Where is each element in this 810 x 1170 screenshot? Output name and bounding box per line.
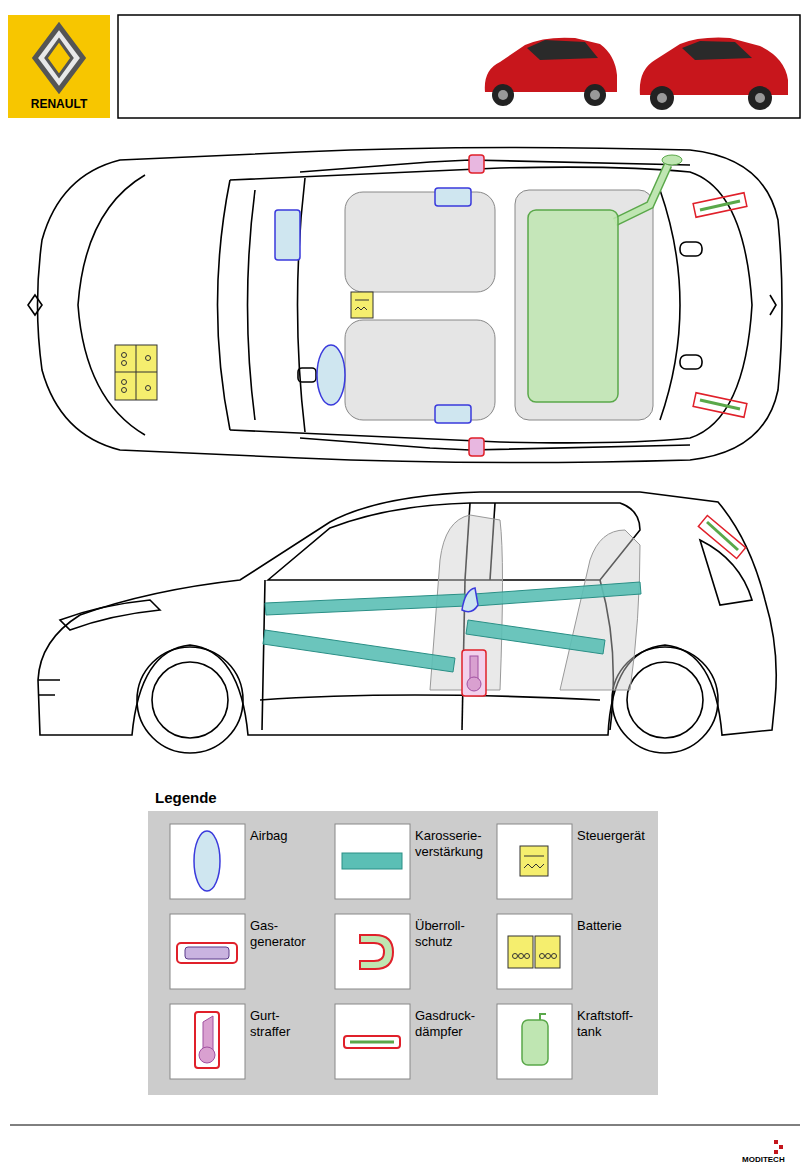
car-photo-front	[485, 38, 617, 106]
belt-pretensioner-side	[462, 650, 486, 696]
logo-diamond	[35, 26, 83, 90]
legend-text: Airbag	[250, 828, 288, 844]
fuel-tank	[528, 155, 682, 402]
legend-text: Kraftstoff- tank	[577, 1008, 633, 1039]
legend-text: Überroll- schutz	[415, 918, 465, 949]
body-reinforcements	[263, 582, 641, 672]
legend-text: Gasdruck- dämpfer	[415, 1008, 475, 1039]
footer-rule	[10, 1125, 800, 1126]
side-airbag	[462, 588, 478, 612]
belt-pretensioners-top	[469, 155, 484, 456]
brand-name: RENAULT	[15, 97, 103, 111]
car-top-view	[28, 147, 782, 462]
legend-text: Batterie	[577, 918, 622, 934]
publisher-logo: MODITECH	[742, 1155, 785, 1165]
logo-ground	[8, 15, 110, 118]
control-unit-top	[351, 292, 373, 318]
moditech-mark	[774, 1140, 783, 1154]
gas-struts-top	[693, 193, 747, 418]
legend-text: Steuergerät	[577, 828, 645, 844]
car-side-view	[38, 492, 776, 753]
seats	[345, 190, 653, 420]
gas-strut-side	[698, 516, 745, 559]
car-photo-rear	[640, 38, 788, 110]
legend-text: Karosserie- verstärkung	[415, 828, 483, 859]
airbags-top	[275, 188, 471, 423]
battery-top	[115, 345, 157, 400]
legend-panel	[148, 811, 658, 1095]
legend-symbols	[177, 831, 560, 1068]
header-frame	[118, 15, 800, 118]
legend-sample-boxes	[170, 824, 572, 1079]
legend-text: Gurt- straffer	[250, 1008, 290, 1039]
legend-title: Legende	[155, 789, 217, 807]
legend-text: Gas- generator	[250, 918, 306, 949]
